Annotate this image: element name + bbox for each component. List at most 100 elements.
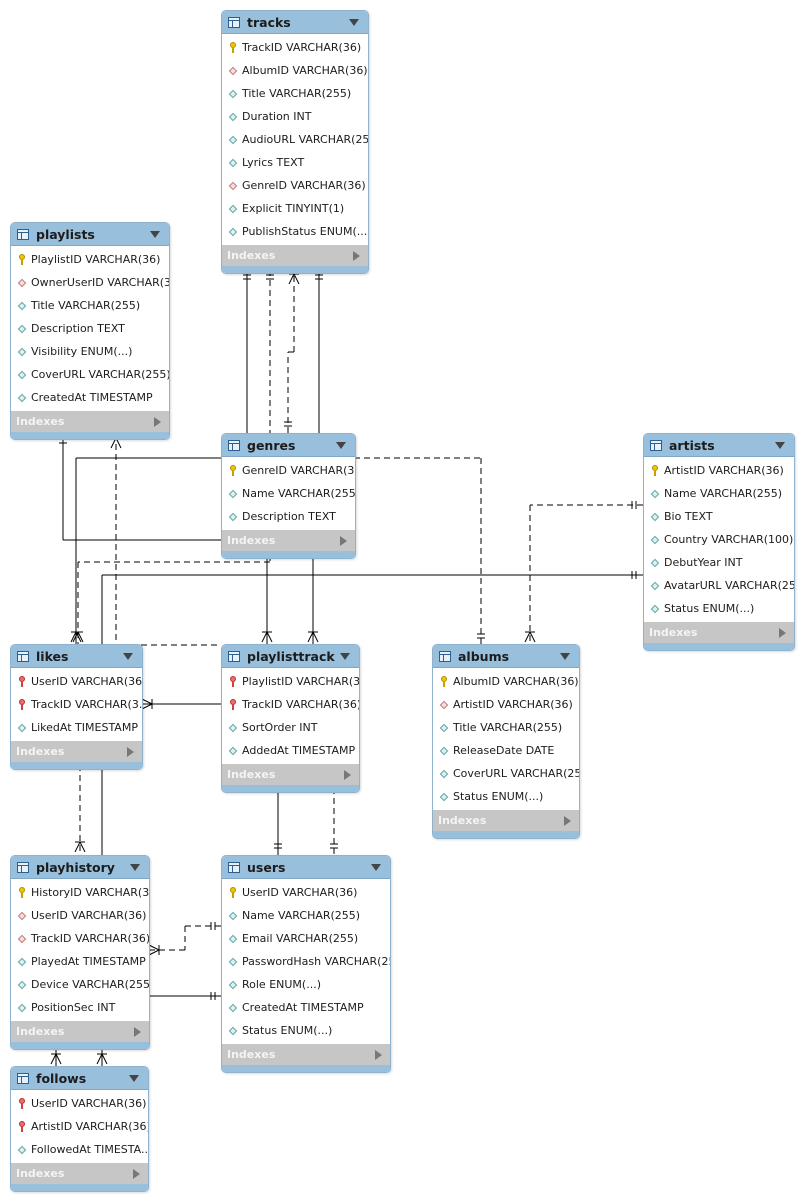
relationship-users-playhistory[interactable] [148,922,221,956]
expand-arrow-icon[interactable] [564,816,571,826]
table-header[interactable]: playlists [11,223,169,246]
column-row[interactable]: UserID VARCHAR(36) [222,881,390,904]
relationship-playlisttrack-users-b[interactable] [330,788,338,855]
column-row[interactable]: SortOrder INT [222,716,359,739]
column-row[interactable]: Name VARCHAR(255) [644,482,794,505]
collapse-toggle-icon[interactable] [349,19,359,26]
indexes-section[interactable]: Indexes [11,411,169,432]
column-row[interactable]: LikedAt TIMESTAMP [11,716,142,739]
column-row[interactable]: PublishStatus ENUM(...) [222,220,368,243]
relationship-artists-follows[interactable] [101,571,643,644]
collapse-toggle-icon[interactable] [130,864,140,871]
column-row[interactable]: Explicit TINYINT(1) [222,197,368,220]
relationship-users-playhistory-b[interactable] [148,992,221,1000]
expand-arrow-icon[interactable] [353,251,360,261]
table-header[interactable]: tracks [222,11,368,34]
column-row[interactable]: PlaylistID VARCHAR(36) [222,670,359,693]
column-row[interactable]: Device VARCHAR(255) [11,973,149,996]
column-row[interactable]: CreatedAt TIMESTAMP [11,386,169,409]
indexes-section[interactable]: Indexes [644,622,794,643]
relationship-genres-tracks[interactable] [284,270,300,433]
table-header[interactable]: follows [11,1067,148,1090]
column-row[interactable]: Title VARCHAR(255) [11,294,169,317]
table-header[interactable]: playhistory [11,856,149,879]
column-row[interactable]: Status ENUM(...) [222,1019,390,1042]
column-row[interactable]: Status ENUM(...) [644,597,794,620]
relationship-genres-playlisttrack[interactable] [70,457,221,644]
column-row[interactable]: Visibility ENUM(...) [11,340,169,363]
column-row[interactable]: AlbumID VARCHAR(36) [433,670,579,693]
collapse-toggle-icon[interactable] [336,442,346,449]
column-row[interactable]: GenreID VARCHAR(3... [222,459,355,482]
column-row[interactable]: CreatedAt TIMESTAMP [222,996,390,1019]
column-row[interactable]: ArtistID VARCHAR(36) [11,1115,148,1138]
column-row[interactable]: TrackID VARCHAR(36) [11,927,149,950]
expand-arrow-icon[interactable] [344,770,351,780]
column-row[interactable]: UserID VARCHAR(36) [11,670,142,693]
column-row[interactable]: Duration INT [222,105,368,128]
column-row[interactable]: AvatarURL VARCHAR(25... [644,574,794,597]
column-row[interactable]: AlbumID VARCHAR(36) [222,59,368,82]
table-header[interactable]: likes [11,645,142,668]
collapse-toggle-icon[interactable] [150,231,160,238]
column-row[interactable]: TrackID VARCHAR(3... [11,693,142,716]
collapse-toggle-icon[interactable] [775,442,785,449]
indexes-section[interactable]: Indexes [433,810,579,831]
column-row[interactable]: CoverURL VARCHAR(25... [433,762,579,785]
column-row[interactable]: PositionSec INT [11,996,149,1019]
column-row[interactable]: UserID VARCHAR(36) [11,1092,148,1115]
column-row[interactable]: TrackID VARCHAR(36) [222,36,368,59]
expand-arrow-icon[interactable] [133,1169,140,1179]
column-row[interactable]: FollowedAt TIMESTA... [11,1138,148,1161]
column-row[interactable]: Bio TEXT [644,505,794,528]
column-row[interactable]: GenreID VARCHAR(36) [222,174,368,197]
expand-arrow-icon[interactable] [134,1027,141,1037]
expand-arrow-icon[interactable] [375,1050,382,1060]
column-row[interactable]: CoverURL VARCHAR(255) [11,363,169,386]
expand-arrow-icon[interactable] [779,628,786,638]
column-row[interactable]: Lyrics TEXT [222,151,368,174]
collapse-toggle-icon[interactable] [371,864,381,871]
column-row[interactable]: PlayedAt TIMESTAMP [11,950,149,973]
expand-arrow-icon[interactable] [127,747,134,757]
collapse-toggle-icon[interactable] [123,653,133,660]
collapse-toggle-icon[interactable] [340,653,350,660]
column-row[interactable]: DebutYear INT [644,551,794,574]
table-header[interactable]: playlisttrack [222,645,359,668]
column-row[interactable]: Email VARCHAR(255) [222,927,390,950]
column-row[interactable]: OwnerUserID VARCHAR(3... [11,271,169,294]
column-row[interactable]: PlaylistID VARCHAR(36) [11,248,169,271]
collapse-toggle-icon[interactable] [129,1075,139,1082]
relationship-genres-albums[interactable] [354,457,485,644]
relationship-artists-albums[interactable] [524,501,643,644]
column-row[interactable]: Description TEXT [222,505,355,528]
column-row[interactable]: UserID VARCHAR(36) [11,904,149,927]
column-row[interactable]: Name VARCHAR(255) [222,904,390,927]
column-row[interactable]: Country VARCHAR(100) [644,528,794,551]
column-row[interactable]: Role ENUM(...) [222,973,390,996]
column-row[interactable]: AddedAt TIMESTAMP [222,739,359,762]
indexes-section[interactable]: Indexes [222,530,355,551]
indexes-section[interactable]: Indexes [222,245,368,266]
column-row[interactable]: Title VARCHAR(255) [222,82,368,105]
expand-arrow-icon[interactable] [154,417,161,427]
column-row[interactable]: AudioURL VARCHAR(25... [222,128,368,151]
column-row[interactable]: Description TEXT [11,317,169,340]
collapse-toggle-icon[interactable] [560,653,570,660]
relationship-playlisttrack-users[interactable] [274,788,282,855]
table-header[interactable]: artists [644,434,794,457]
column-row[interactable]: Title VARCHAR(255) [433,716,579,739]
relationship-users-playlists[interactable] [110,434,122,644]
table-header[interactable]: genres [222,434,355,457]
relationship-likes-pt-track[interactable] [141,698,221,710]
